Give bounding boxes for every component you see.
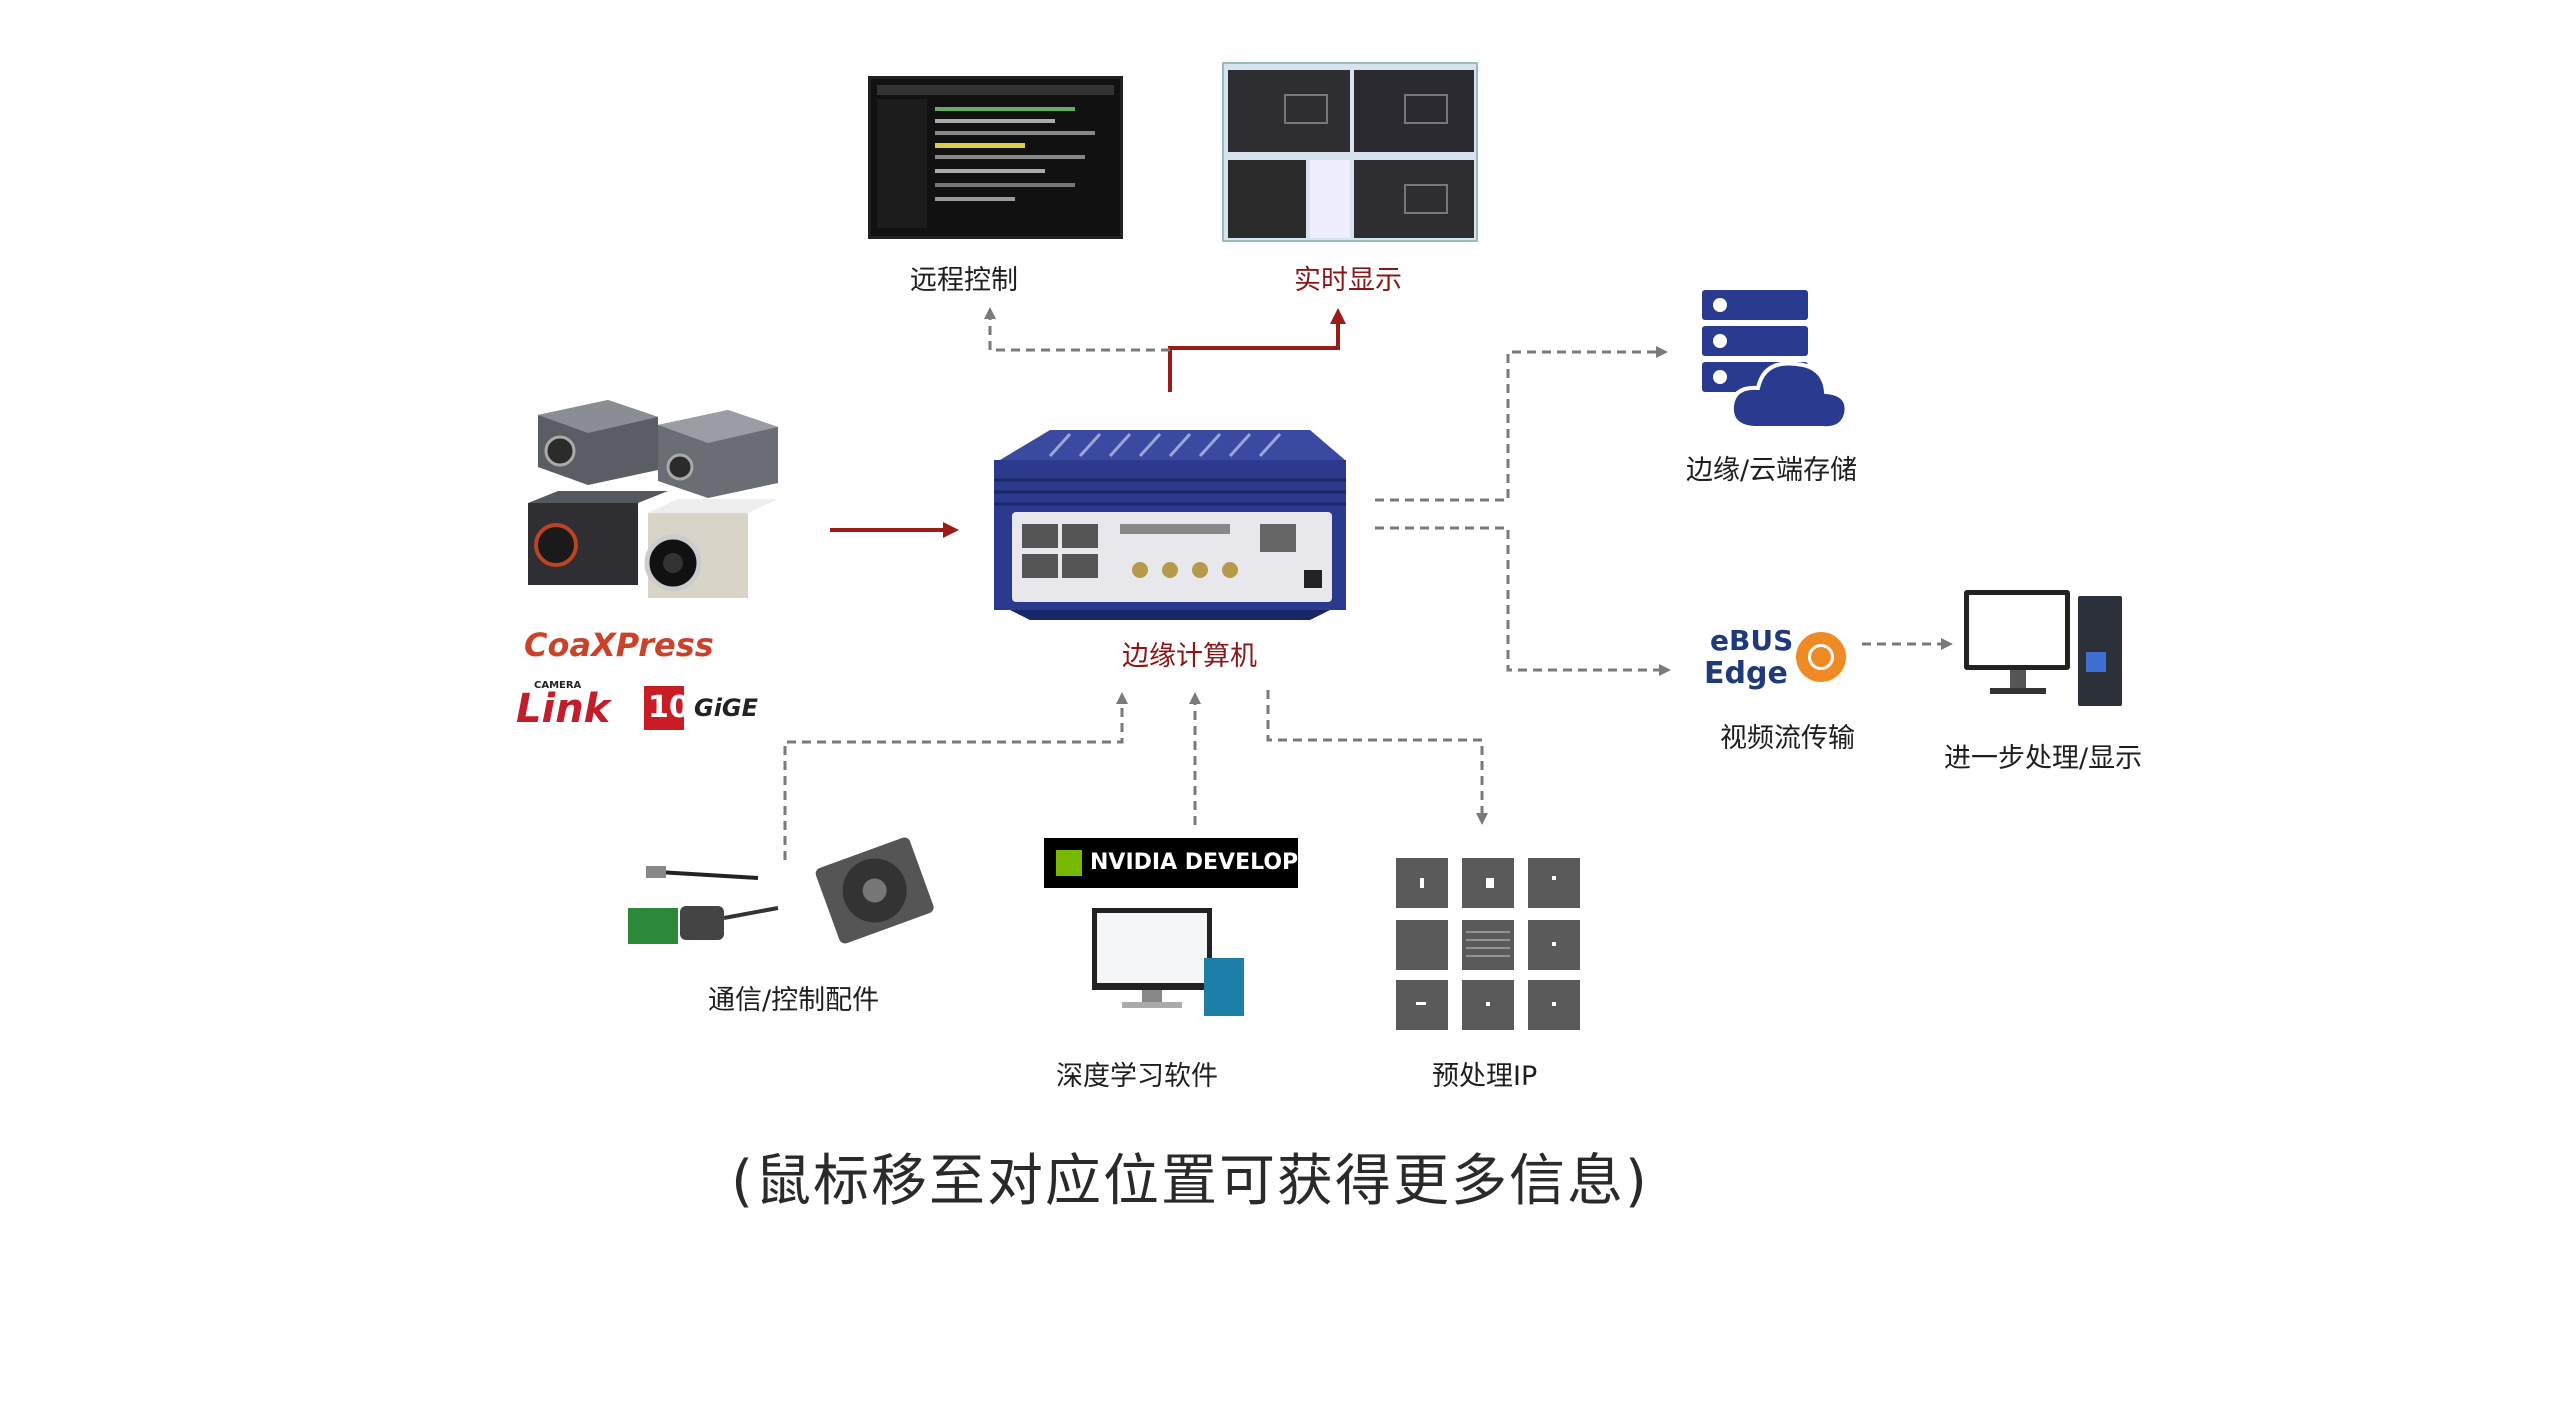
storage-icon[interactable] (1700, 288, 1850, 438)
further-processing-label: 进一步处理/显示 (1944, 743, 2143, 774)
cameralink-logo: CAMERA Link (516, 680, 611, 732)
comm-to-pc-arrow (783, 692, 1128, 860)
deep-learning-label: 深度学习软件 (1056, 1061, 1218, 1092)
pc-to-remote-arrow (984, 307, 1170, 352)
remote-control-screenshot[interactable] (868, 76, 1123, 239)
comm-accessories-label: 通信/控制配件 (708, 985, 880, 1016)
workstation-pc[interactable] (1960, 588, 2130, 718)
tengige-logo: 10 GiGE (644, 686, 758, 730)
hover-hint-text: (鼠标移至对应位置可获得更多信息) (731, 1149, 1649, 1214)
pc-to-storage-arrow (1375, 346, 1668, 502)
industrial-cameras[interactable] (528, 395, 798, 605)
comm-accessories[interactable] (618, 837, 938, 968)
nvidia-developer-logo[interactable]: NVIDIA DEVELOPER (1044, 838, 1330, 888)
pc-to-stream-arrow (1375, 526, 1671, 676)
realtime-display-label: 实时显示 (1294, 265, 1402, 296)
video-stream-label: 视频流传输 (1720, 723, 1855, 754)
edge-computer-device[interactable] (990, 420, 1350, 620)
remote-control-label: 远程控制 (910, 265, 1018, 296)
preprocessing-image-grid[interactable] (1396, 858, 1580, 1030)
ebus-edge-logo[interactable]: eBUS Edge (1700, 622, 1860, 700)
edge-computer-label: 边缘计算机 (1122, 641, 1257, 672)
realtime-display-screenshot[interactable] (1222, 62, 1478, 242)
pc-to-preproc-arrow (1266, 690, 1488, 825)
preprocessing-label: 预处理IP (1432, 1061, 1538, 1092)
coaxpress-logo: CoaXPress (524, 626, 714, 664)
deep-learning-monitor (1092, 908, 1252, 1028)
pc-to-realtime-arrow (1168, 308, 1346, 392)
storage-label: 边缘/云端存储 (1686, 455, 1858, 486)
